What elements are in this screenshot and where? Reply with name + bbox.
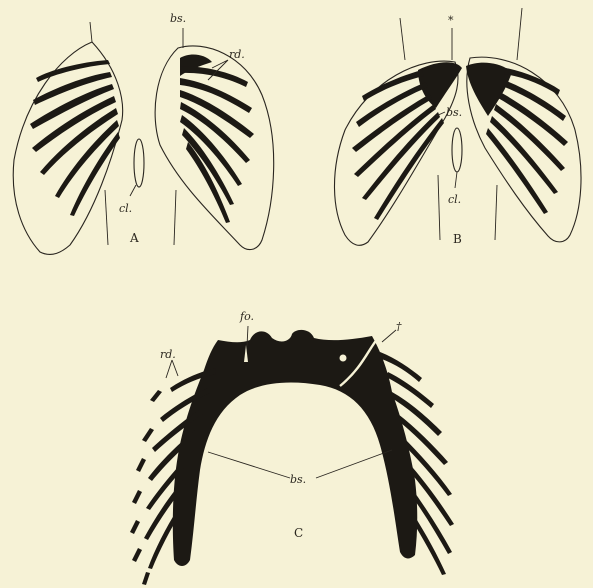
figure-c-bs-leader-left: [208, 452, 290, 478]
figure-c-left-ray-tip: [142, 572, 150, 585]
figure-b-body-line-right: [495, 185, 497, 240]
figure-a-label-rd: rd.: [229, 48, 245, 61]
figure-b-left-ray: [374, 118, 444, 220]
figure-c-caption: C: [294, 526, 303, 540]
figure-b-label-star: *: [448, 14, 454, 27]
figure-a-caption: A: [129, 231, 139, 245]
figure-b-cl-leader: [455, 172, 457, 188]
figure-b-body-line-left: [438, 175, 440, 240]
figure-c-left-ray-tip: [142, 428, 154, 442]
figure-c-label-bs: bs.: [290, 473, 306, 486]
figure-a-left-rays: [30, 60, 120, 216]
figure-b-right-basal: [466, 63, 512, 116]
figure-c-left-ray-tip: [132, 548, 142, 562]
figure-a-label-bs: bs.: [170, 12, 186, 25]
figure-c-left-ray-tip: [136, 458, 146, 472]
figure-b-caption: B: [453, 232, 462, 246]
figure-a-body-line-right: [174, 190, 176, 245]
figure-b-top-line-right: [517, 8, 522, 60]
figure-b-clavicle: [452, 128, 462, 172]
figure-c-bs-leader-right: [316, 450, 392, 478]
figure-a-top-line-left: [90, 22, 92, 42]
figure-b-top-line-left: [400, 18, 405, 60]
figure-c-rd-leader: [166, 360, 178, 378]
figure-a-body-line-left: [105, 190, 108, 245]
figure-b-label-cl: cl.: [448, 193, 461, 206]
figure-b: * bs. cl. B: [334, 8, 581, 246]
figure-a-clavicle: [134, 139, 144, 187]
figure-c-dagger-leader: [382, 330, 396, 342]
figure-a-label-cl: cl.: [119, 202, 132, 215]
figure-c-left-ray-tip: [130, 520, 140, 534]
figure-c-label-dagger: †: [396, 320, 402, 333]
figure-c-left-ray-tip: [132, 490, 142, 504]
figure-c-label-rd: rd.: [160, 348, 176, 361]
figure-b-label-bs: bs.: [446, 106, 462, 119]
figure-c-label-fo: fo.: [239, 310, 254, 323]
figure-c: fo. † rd. bs. C: [130, 310, 454, 585]
figure-a-right-rays: [180, 55, 254, 223]
figure-b-left-ray: [362, 70, 424, 101]
figure-a: bs. rd. cl. A: [13, 12, 273, 254]
figure-a-cl-leader: [130, 185, 136, 196]
figure-c-left-ray-tip: [150, 390, 162, 402]
figure-c-spot: [340, 355, 347, 362]
